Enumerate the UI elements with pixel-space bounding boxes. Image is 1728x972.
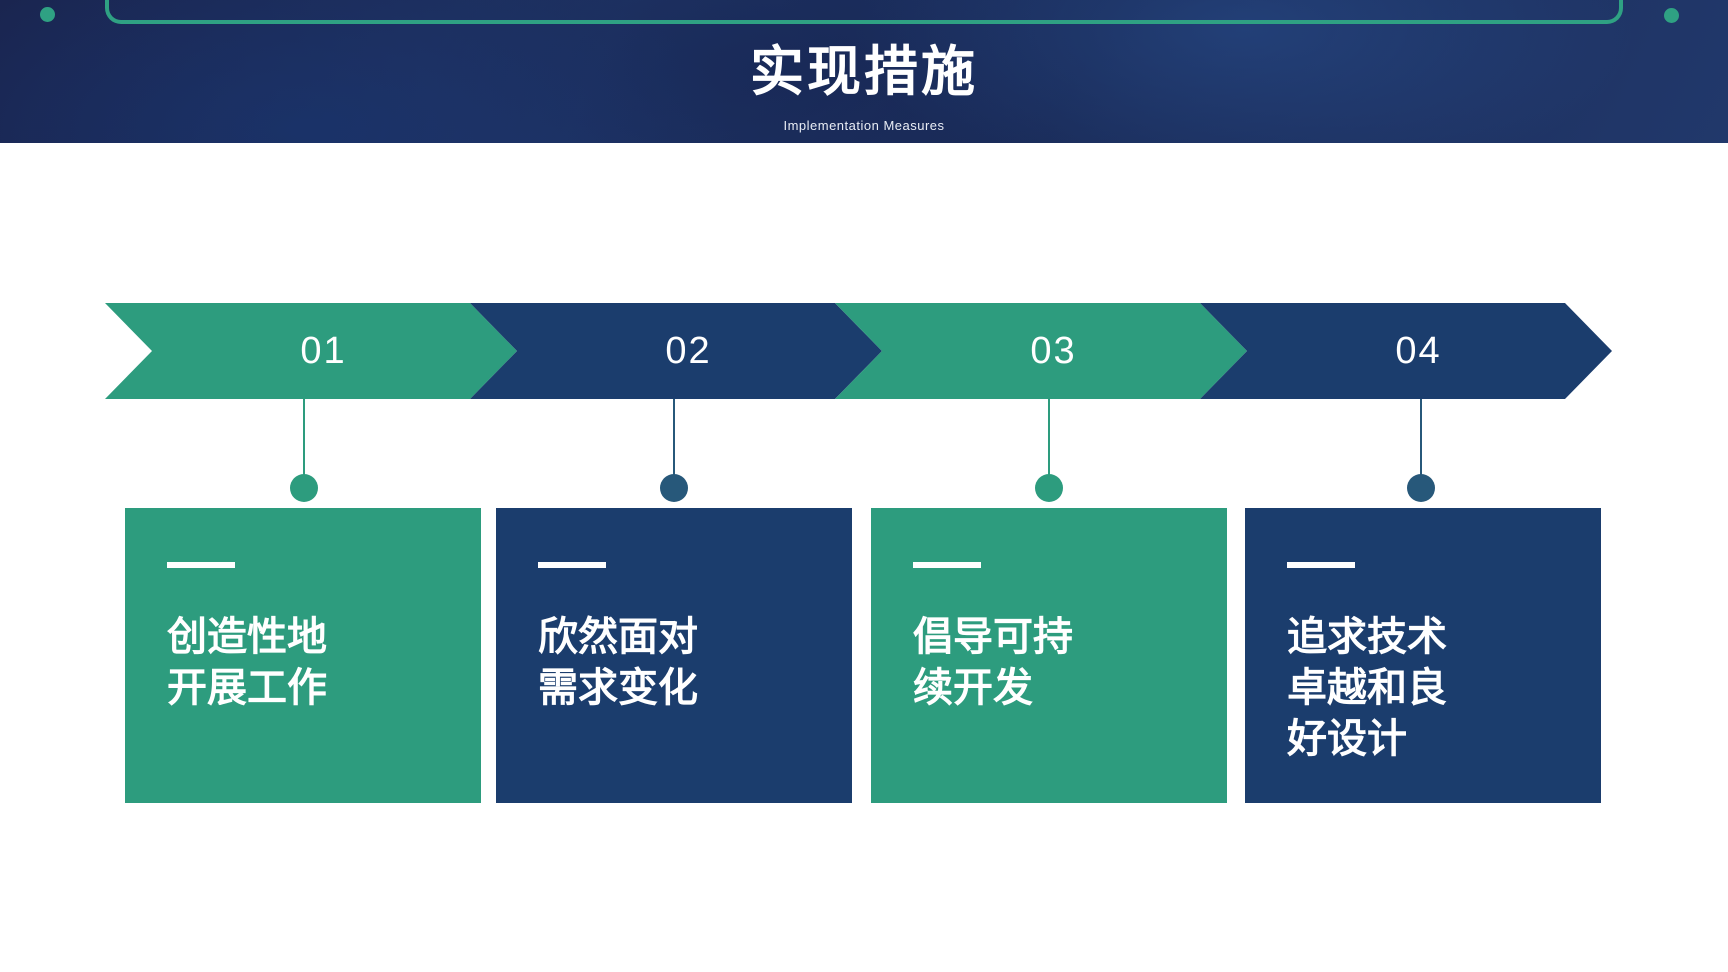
- card-text-line: 欣然面对: [538, 615, 698, 659]
- header-dot-left-icon: [40, 7, 55, 22]
- connector-line-1: [303, 399, 305, 475]
- step-number-3: 03: [1030, 329, 1077, 372]
- card-text-line: 卓越和良: [1287, 666, 1447, 710]
- chevron-step-1: 01: [105, 303, 517, 399]
- chevron-step-3: 03: [835, 303, 1247, 399]
- step-number-2: 02: [665, 329, 712, 372]
- card-text-line: 追求技术: [1287, 615, 1447, 659]
- step-card-1: 创造性地 开展工作: [125, 508, 481, 803]
- connector-line-4: [1420, 399, 1422, 475]
- connector-dot-2: [660, 474, 688, 502]
- card-dash: [538, 562, 606, 568]
- card-text: 创造性地 开展工作: [167, 612, 451, 714]
- card-text-line: 需求变化: [538, 666, 698, 710]
- page-subtitle: Implementation Measures: [783, 118, 945, 133]
- page-title: 实现措施: [750, 42, 978, 102]
- step-card-3: 倡导可持 续开发: [871, 508, 1227, 803]
- card-text-line: 好设计: [1287, 717, 1407, 761]
- chevron-step-4: 04: [1200, 303, 1612, 399]
- step-card-2: 欣然面对 需求变化: [496, 508, 852, 803]
- card-text-line: 续开发: [913, 666, 1033, 710]
- card-text-line: 创造性地: [167, 615, 327, 659]
- card-text: 倡导可持 续开发: [913, 612, 1197, 714]
- header-dot-right-icon: [1664, 8, 1679, 23]
- step-number-4: 04: [1395, 329, 1442, 372]
- card-text: 欣然面对 需求变化: [538, 612, 822, 714]
- card-text-line: 开展工作: [167, 666, 327, 710]
- connector-dot-4: [1407, 474, 1435, 502]
- header-banner: 实现措施 Implementation Measures: [0, 0, 1728, 143]
- connector-dot-3: [1035, 474, 1063, 502]
- step-number-1: 01: [300, 329, 347, 372]
- header-bracket-line-icon: [105, 0, 1623, 24]
- step-card-4: 追求技术 卓越和良 好设计: [1245, 508, 1601, 803]
- chevron-step-2: 02: [470, 303, 882, 399]
- connector-line-2: [673, 399, 675, 475]
- card-text-line: 倡导可持: [913, 615, 1073, 659]
- connector-dot-1: [290, 474, 318, 502]
- card-dash: [167, 562, 235, 568]
- connector-line-3: [1048, 399, 1050, 475]
- card-text: 追求技术 卓越和良 好设计: [1287, 612, 1571, 765]
- card-dash: [1287, 562, 1355, 568]
- card-dash: [913, 562, 981, 568]
